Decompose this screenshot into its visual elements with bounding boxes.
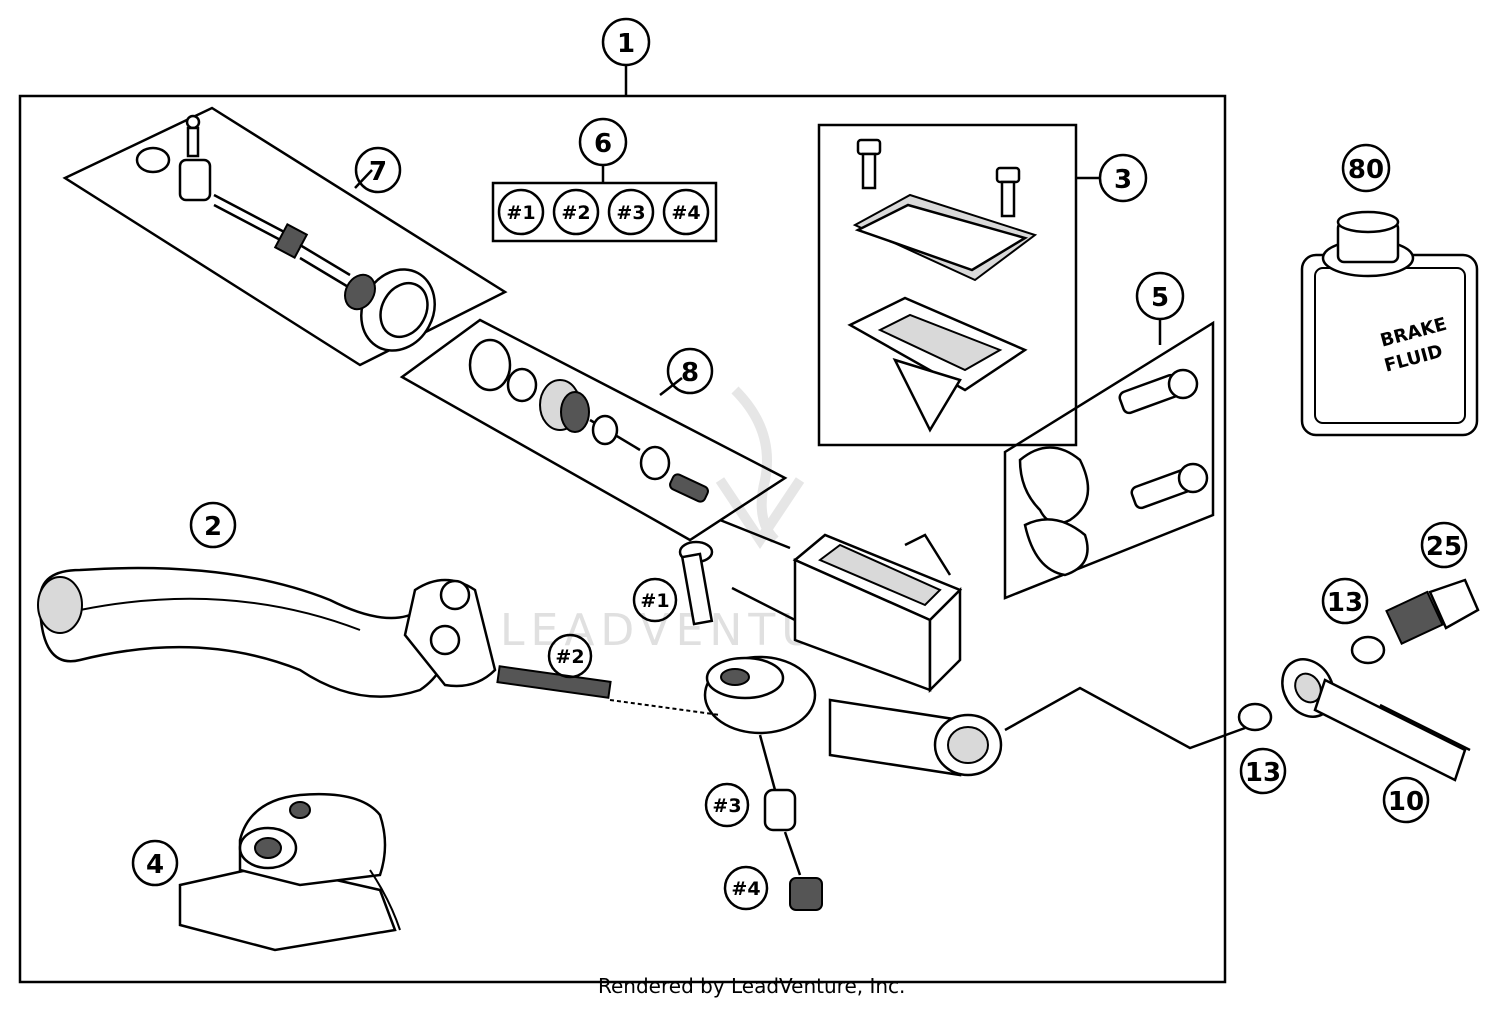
callout-6[interactable]: 6 [578,117,628,167]
spring-part [496,665,721,716]
svg-text:7: 7 [369,157,387,187]
leader-line-hose [1004,686,1246,750]
svg-text:10: 10 [1388,787,1424,817]
group-7-panel [62,106,508,367]
lever-part [37,566,497,698]
svg-text:13: 13 [1245,758,1281,788]
svg-text:3: 3 [1114,165,1132,195]
sub-label-3[interactable]: #3 [704,782,750,828]
callout-25[interactable]: 25 [1420,521,1468,569]
svg-text:#1: #1 [640,590,669,612]
kit-item-1[interactable]: #1 [497,188,545,236]
svg-text:#4: #4 [731,878,760,900]
callout-10[interactable]: 10 [1382,776,1430,824]
reservoir-cap-parts [847,138,1038,433]
svg-text:#3: #3 [616,202,645,224]
kit-box [491,181,718,243]
callout-13-upper[interactable]: 13 [1321,577,1369,625]
callout-5[interactable]: 5 [1135,271,1185,321]
sub-label-2[interactable]: #2 [547,633,593,679]
brake-fluid-bottle: BRAKE FLUID [1300,210,1479,437]
callout-3[interactable]: 3 [1098,153,1148,203]
svg-text:#1: #1 [506,202,535,224]
kit-item-3[interactable]: #3 [607,188,655,236]
svg-text:#2: #2 [561,202,590,224]
svg-text:6: 6 [594,129,612,159]
sub-label-4[interactable]: #4 [723,865,769,911]
svg-text:25: 25 [1426,532,1462,562]
svg-text:1: 1 [617,29,635,59]
callout-1[interactable]: 1 [601,17,651,67]
svg-text:#2: #2 [555,646,584,668]
svg-text:5: 5 [1151,283,1169,313]
svg-text:13: 13 [1327,588,1363,618]
callout-2[interactable]: 2 [189,501,237,549]
callout-7[interactable]: 7 [354,146,402,194]
svg-text:#3: #3 [712,795,741,817]
master-cylinder-body [703,518,1003,777]
kit-item-2[interactable]: #2 [552,188,600,236]
piston-kit-parts [468,338,709,503]
hose-parts [1237,578,1480,782]
group-8-panel [399,318,788,542]
sub-label-1[interactable]: #1 [632,577,678,623]
screw-part [678,540,714,626]
piston-assembly-parts [135,114,436,352]
callout-4[interactable]: 4 [131,839,179,887]
callout-80[interactable]: 80 [1341,143,1391,193]
svg-text:4: 4 [146,850,164,880]
footer-credit: Rendered by LeadVenture, Inc. [598,974,906,998]
svg-text:80: 80 [1348,155,1384,185]
svg-text:2: 2 [204,512,222,542]
lever-cover-part [178,792,401,952]
bushing-part [758,734,797,832]
nut-part [783,831,823,911]
callout-8[interactable]: 8 [666,347,714,395]
svg-text:#4: #4 [671,202,700,224]
callout-13-lower[interactable]: 13 [1239,747,1287,795]
clamp-parts [1018,368,1209,577]
kit-item-4[interactable]: #4 [662,188,710,236]
group-5-panel [1003,320,1215,600]
svg-text:8: 8 [681,358,699,388]
group-3-panel [817,123,1078,447]
assembly-frame [18,94,1227,984]
